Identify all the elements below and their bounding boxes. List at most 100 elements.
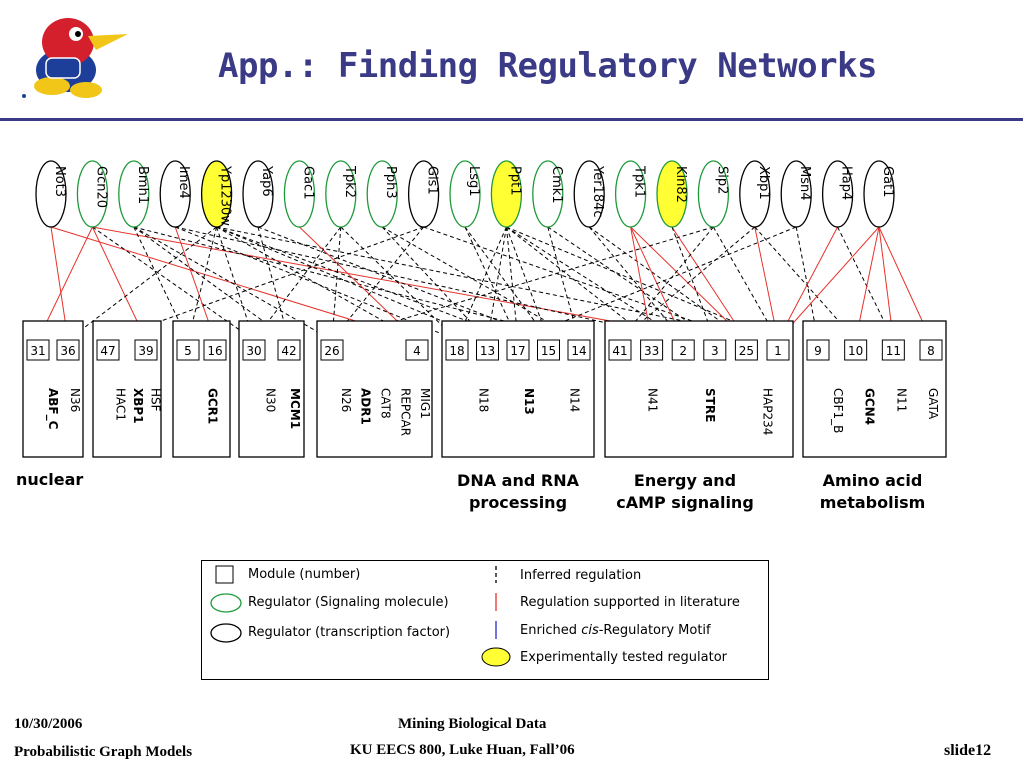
module-number: 26	[324, 344, 339, 358]
regulator-label: Gis1	[425, 166, 440, 195]
inferred-edge	[547, 226, 580, 341]
module-box	[671, 339, 695, 361]
module-box	[277, 339, 301, 361]
regulator-node: Ppt1	[490, 160, 522, 228]
regulator-label: Yap6	[259, 165, 274, 197]
module-number: 14	[571, 344, 586, 358]
module-box	[844, 339, 868, 361]
module-box	[176, 339, 200, 361]
module-number: 25	[739, 344, 754, 358]
legend-tested-symbol	[481, 647, 511, 667]
regulator-ellipse	[76, 160, 109, 228]
footer-date: 10/30/2006	[14, 716, 83, 732]
regulator-ellipse	[656, 160, 688, 228]
motif-label: ABF_C	[45, 388, 60, 430]
module-number: 18	[449, 344, 464, 358]
regulator-ellipse	[35, 160, 67, 228]
module-box	[26, 339, 50, 361]
motif-label: N26	[339, 388, 353, 412]
legend-motif-suffix: -Regulatory Motif	[598, 623, 711, 638]
regulator-ellipse	[366, 160, 398, 228]
module-box	[640, 339, 664, 361]
module-number: 8	[927, 344, 935, 358]
regulator-node: Not3	[35, 160, 67, 228]
regulator-ellipse	[449, 160, 481, 228]
inferred-edge	[795, 226, 819, 341]
module-box	[506, 339, 530, 361]
module-box	[56, 339, 80, 361]
regulator-ellipse	[863, 160, 895, 228]
motif-label: MCM1	[288, 388, 302, 429]
legend-motif-prefix: Enriched	[520, 623, 582, 638]
module-box	[537, 339, 560, 361]
regulator-label: Ppt1	[507, 166, 522, 195]
legend-tf-label: Regulator (transcription factor)	[248, 625, 451, 640]
module-box	[203, 339, 227, 361]
motif-label: MIG1	[418, 388, 432, 419]
footer-center-line2: KU EECS 800, Luke Huan, Fall’06	[350, 742, 575, 758]
module-number: 17	[510, 344, 525, 358]
motif-label: STRE	[703, 388, 717, 422]
literature-edge	[777, 226, 880, 341]
module-box	[703, 339, 727, 361]
module-box	[320, 339, 344, 361]
inferred-edge	[619, 226, 756, 341]
regulator-ellipse	[697, 160, 730, 228]
jayhawk-logo	[22, 18, 128, 98]
regulator-label: Yp1230w	[218, 165, 233, 226]
regulator-label: Hap4	[839, 166, 854, 200]
module-box	[405, 339, 429, 361]
inferred-edge	[340, 226, 458, 341]
regulator-label: Cmk1	[549, 166, 564, 204]
regulator-label: Gac1	[300, 166, 315, 199]
module-number: 30	[246, 344, 261, 358]
regulator-node: Ime4	[159, 160, 191, 228]
regulator-node: Sip2	[697, 160, 730, 228]
regulator-ellipse	[407, 160, 440, 228]
motif-label: HAC1	[114, 388, 128, 421]
regulator-node: Tpk2	[325, 160, 357, 228]
group-label-amino-line1: Amino acid	[822, 471, 923, 490]
motif-label: N18	[477, 388, 491, 412]
module-box	[242, 339, 266, 361]
module-number: 31	[30, 344, 45, 358]
regulator-label: Tpk1	[632, 165, 647, 198]
module-number: 11	[886, 344, 901, 358]
regulator-node: Gis1	[407, 160, 440, 228]
regulator-ellipse	[325, 160, 357, 228]
regulator-node: Gac1	[283, 160, 315, 228]
regulator-node: Tpk1	[614, 160, 647, 228]
module-box	[608, 339, 632, 361]
group-label-nuclear: nuclear	[16, 470, 84, 489]
module-box	[919, 339, 943, 361]
regulator-node: Gcn20	[76, 160, 109, 228]
legend-tested-label: Experimentally tested regulator	[520, 650, 727, 665]
regulator-label: Tpk2	[342, 165, 357, 198]
inferred-edge	[464, 226, 549, 341]
regulator-ellipse	[573, 160, 605, 228]
regulator-label: Pph3	[383, 166, 398, 199]
inferred-edge	[133, 226, 290, 341]
footer-slide-number: slide12	[944, 742, 992, 759]
regulator-node: Pph3	[366, 160, 398, 228]
module-cluster-box	[604, 320, 794, 458]
regulator-ellipse	[242, 160, 274, 228]
motif-label: CBF1_B	[831, 388, 845, 433]
module-box	[134, 339, 158, 361]
legend-signal-symbol	[210, 593, 242, 613]
module-box	[96, 339, 120, 361]
inferred-edge	[187, 226, 218, 341]
motif-label: HSF	[148, 388, 162, 412]
motif-label: N41	[646, 388, 660, 412]
module-box	[445, 339, 469, 361]
regulator-node: Gat1	[863, 160, 895, 228]
regulator-ellipse	[159, 160, 191, 228]
legend-motif-italic: cis	[581, 623, 599, 638]
module-box	[567, 339, 591, 361]
regulator-node: Xbp1	[739, 160, 771, 228]
